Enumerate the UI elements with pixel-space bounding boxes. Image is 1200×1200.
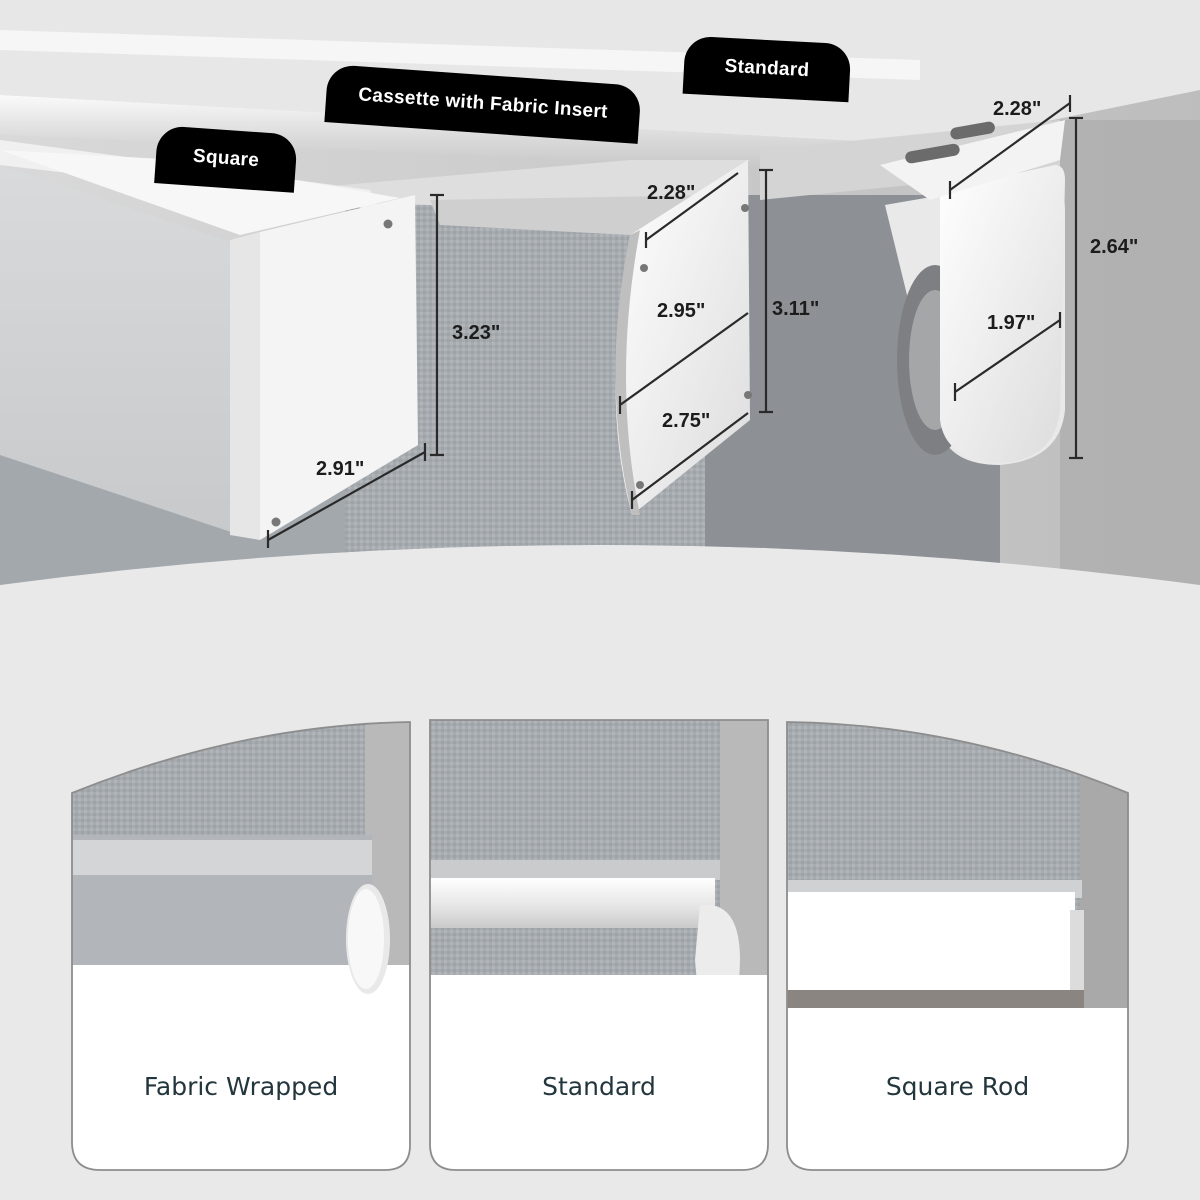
card-square-rod-art bbox=[786, 721, 1129, 1171]
card-label-fabric-wrapped: Fabric Wrapped bbox=[143, 1072, 339, 1101]
top-scene bbox=[0, 0, 1200, 585]
card-fabric-wrapped-art bbox=[71, 721, 411, 1171]
dim-square-depth: 2.91" bbox=[316, 458, 365, 480]
cassette-end-cap bbox=[615, 160, 750, 515]
square-end-cap bbox=[260, 195, 418, 540]
dim-cassette-top: 2.28" bbox=[647, 182, 696, 204]
square-headrail-front bbox=[0, 165, 240, 535]
tag-standard: Standard bbox=[682, 35, 852, 103]
dim-cassette-bottom: 2.75" bbox=[662, 410, 711, 432]
dim-square-height: 3.23" bbox=[452, 322, 501, 344]
dim-standard-top: 2.28" bbox=[993, 98, 1042, 120]
dim-standard-inner: 1.97" bbox=[987, 312, 1036, 334]
tag-square: Square bbox=[154, 125, 298, 193]
dim-standard-height: 2.64" bbox=[1090, 236, 1139, 258]
card-label-square-rod: Square Rod bbox=[885, 1072, 1030, 1101]
card-label-standard: Standard bbox=[542, 1072, 656, 1101]
card-standard-art bbox=[429, 719, 769, 1171]
dim-cassette-height: 3.11" bbox=[772, 298, 820, 320]
dimension-lines bbox=[266, 95, 1083, 548]
dim-cassette-mid: 2.95" bbox=[657, 300, 706, 322]
